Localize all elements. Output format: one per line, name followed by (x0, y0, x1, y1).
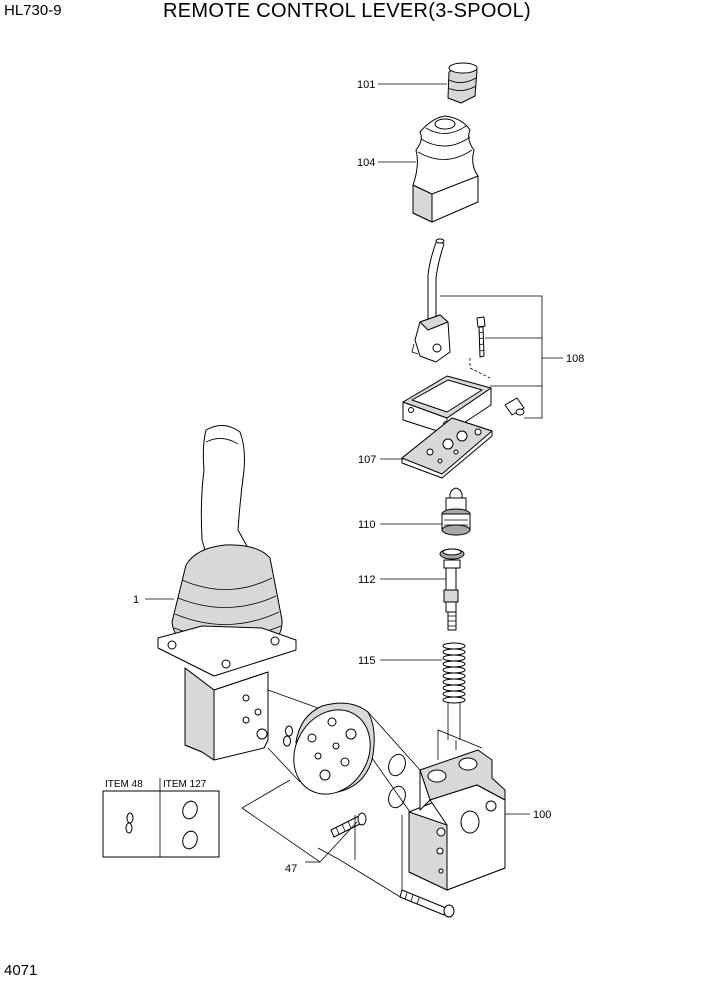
callout-108: 108 (566, 353, 584, 365)
assembly-lines (241, 689, 457, 899)
page-number: 4071 (4, 962, 38, 979)
part-107-plate (401, 417, 493, 479)
item-table: ITEM 48 ITEM 127 (102, 778, 220, 858)
callout-112: 112 (358, 574, 376, 586)
bolt-long (399, 889, 455, 918)
table-header-item-48: ITEM 48 (105, 779, 143, 790)
bolt-short (330, 812, 367, 838)
leader-lines (145, 83, 530, 815)
callout-47: 47 (285, 863, 297, 875)
table-header-item-127: ITEM 127 (163, 779, 207, 790)
part-101-knob (447, 62, 478, 104)
diagram-title: REMOTE CONTROL LEVER(3-SPOOL) (163, 0, 532, 22)
callout-107: 107 (358, 454, 376, 466)
part-100-valve-body (408, 729, 506, 891)
callout-115: 115 (358, 655, 376, 667)
callout-1: 1 (133, 594, 139, 606)
callout-104: 104 (357, 157, 375, 169)
part-112-spool (439, 548, 465, 631)
callout-110: 110 (358, 519, 376, 531)
callout-100: 100 (533, 809, 551, 821)
part-115-spring (442, 642, 466, 740)
part-104-boot (412, 115, 479, 223)
part-108-lever-bracket (402, 238, 563, 435)
part-110-plug (441, 487, 471, 536)
item-127-o-ring-pair (182, 800, 198, 850)
o-rings-small (283, 725, 293, 747)
model-number: HL730-9 (4, 2, 62, 19)
adapter-plate (293, 702, 375, 795)
callout-101: 101 (357, 79, 375, 91)
o-rings-large (388, 753, 406, 809)
item-48-o-ring-pair (125, 812, 134, 834)
part-1-joystick (157, 425, 297, 761)
